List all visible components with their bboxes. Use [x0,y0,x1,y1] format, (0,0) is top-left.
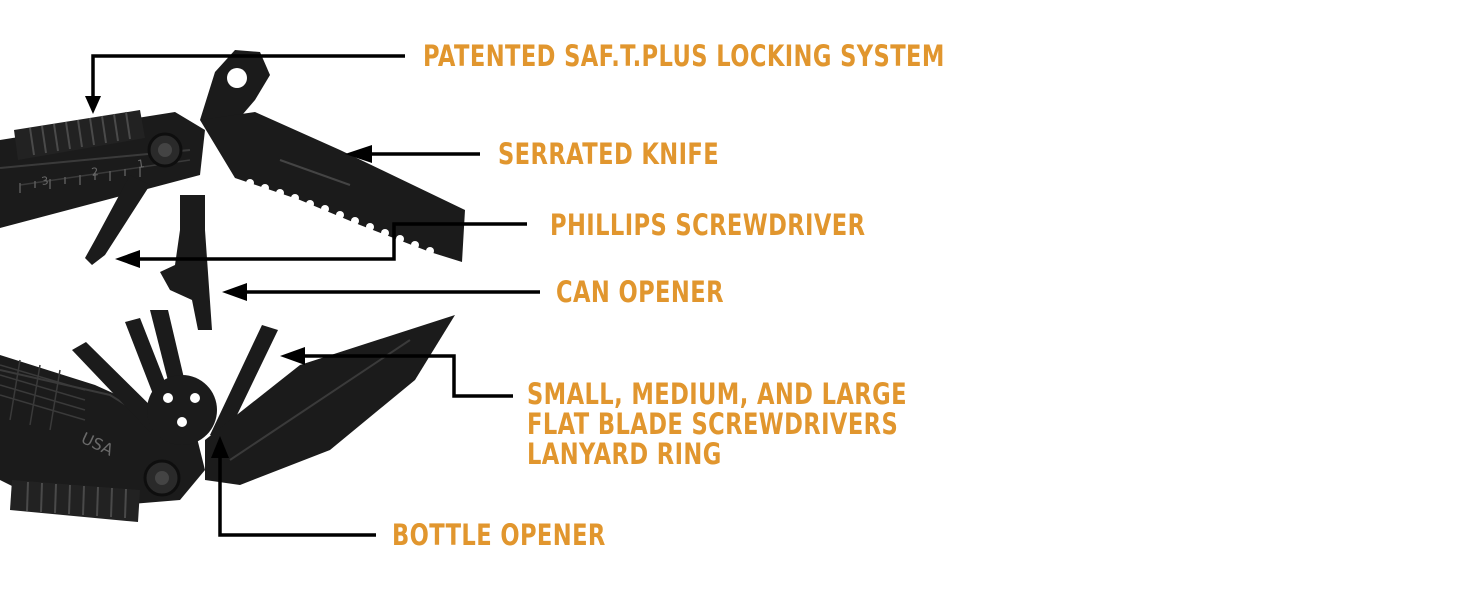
leader-line-bottle-opener [218,458,376,537]
lower-spring [10,480,140,522]
arrowhead-serrated-knife [345,145,372,163]
tool-hub [147,375,217,445]
ruler-number-2: 2 [91,165,100,179]
ruler-number-3: 3 [41,174,50,188]
leader-lines [91,54,540,537]
arrowhead-flat-screwdrivers [280,347,305,365]
leader-line-locking-system [91,54,405,100]
arrowhead-can-opener [222,283,247,301]
label-can-opener: CAN OPENER [556,275,724,309]
ruler-number-1: 1 [137,157,146,171]
arrowhead-phillips [115,250,140,268]
label-flat-screwdrivers-line-2: FLAT BLADE SCREWDRIVERS [527,407,899,441]
serrated-knife [200,112,465,262]
label-locking-system: PATENTED SAF.T.PLUS LOCKING SYSTEM [423,39,945,73]
ruler-ticks [19,167,141,193]
leader-line-flat-screwdrivers [305,354,513,398]
label-bottle-opener: BOTTLE OPENER [392,518,606,552]
locking-spring [14,110,145,160]
can-opener [160,195,212,330]
leader-arrowheads [85,96,372,458]
phillips-screwdriver [85,175,150,265]
lanyard-tab [200,50,270,135]
label-flat-screwdrivers: SMALL, MEDIUM, AND LARGE FLAT BLADE SCRE… [527,379,907,469]
leader-line-phillips [140,222,527,261]
label-phillips-screwdriver: PHILLIPS SCREWDRIVER [550,208,866,242]
label-lanyard-ring: LANYARD RING [527,437,722,471]
grip-texture [0,359,86,431]
label-flat-screwdrivers-line-1: SMALL, MEDIUM, AND LARGE [527,377,907,411]
arrowhead-locking-system [85,96,101,114]
label-serrated-knife: SERRATED KNIFE [498,137,720,171]
knife-serrations [246,179,434,255]
arrowhead-bottle-opener [211,436,229,458]
